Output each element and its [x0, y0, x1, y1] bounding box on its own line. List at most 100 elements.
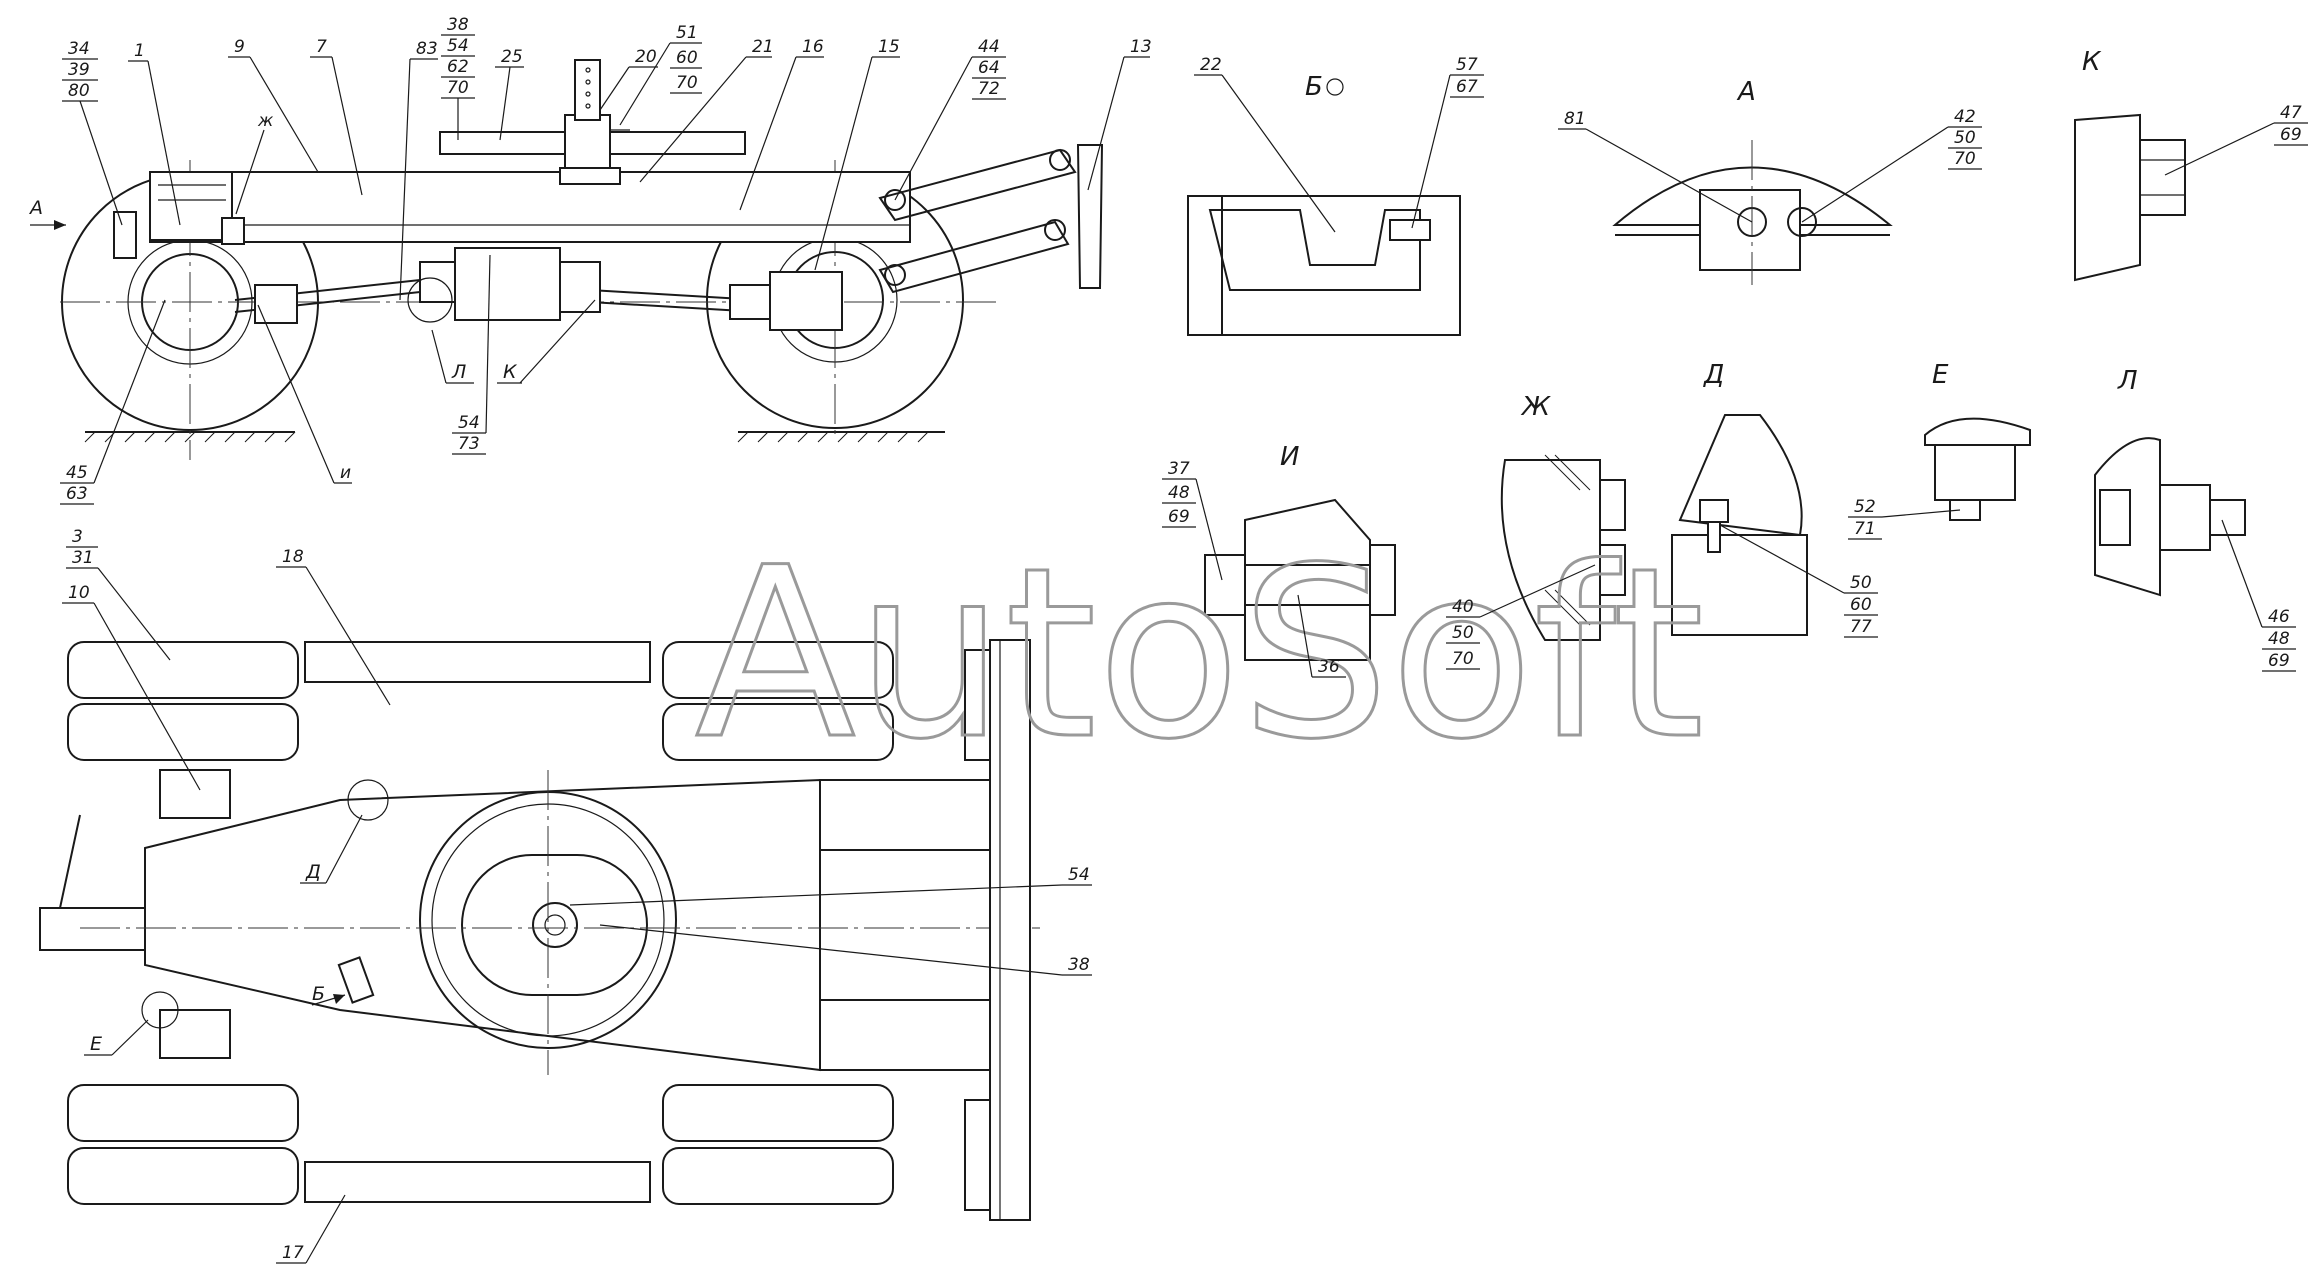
svg-text:и: и	[340, 463, 351, 483]
svg-text:50: 50	[1452, 623, 1474, 643]
view-L-detail	[2094, 437, 2246, 597]
svg-text:К: К	[503, 361, 518, 383]
svg-text:45: 45	[66, 463, 88, 483]
svg-text:83: 83	[416, 39, 438, 59]
svg-text:62: 62	[447, 57, 469, 77]
callout-57-67: 57 67	[1411, 55, 1484, 229]
svg-text:39: 39	[68, 60, 90, 80]
callout-1: 1	[128, 41, 181, 226]
svg-text:60: 60	[1850, 595, 1872, 615]
svg-text:69: 69	[2268, 651, 2290, 671]
callout-20: 20	[599, 47, 658, 111]
svg-text:70: 70	[1452, 649, 1474, 669]
svg-text:67: 67	[1456, 77, 1478, 97]
svg-text:77: 77	[1850, 617, 1872, 637]
svg-text:69: 69	[1168, 507, 1190, 527]
callout-7: 7	[310, 37, 363, 196]
callout-13: 13	[1087, 37, 1152, 191]
callout-25: 25	[495, 47, 524, 141]
callout-i: и	[257, 304, 352, 484]
svg-text:46: 46	[2268, 607, 2290, 627]
svg-text:81: 81	[1564, 109, 1586, 129]
svg-text:22: 22	[1200, 55, 1222, 75]
callout-arrow-A: А	[28, 197, 66, 230]
callout-zh: ж	[235, 111, 274, 215]
svg-text:31: 31	[72, 548, 94, 568]
callout-42-50-70: 42 50 70	[1801, 107, 1982, 223]
svg-text:13: 13	[1130, 37, 1152, 57]
callout-54-73: 54 73	[452, 254, 491, 455]
bolt-head-37	[1204, 554, 1246, 616]
svg-text:51: 51	[676, 23, 698, 43]
svg-text:63: 63	[66, 484, 88, 504]
svg-text:Б: Б	[312, 983, 325, 1005]
tire-rl-2	[67, 1147, 299, 1205]
view-label-E: Е	[1932, 360, 1949, 390]
view-label-B: Б	[1305, 72, 1323, 102]
svg-text:3: 3	[72, 527, 83, 547]
tire-fl-2	[67, 703, 299, 761]
view-label-L: Л	[2117, 366, 2138, 396]
side-view	[60, 59, 1104, 460]
svg-text:54: 54	[447, 36, 469, 56]
view-label-I: И	[1280, 442, 1299, 472]
view-B-detail	[1187, 195, 1461, 336]
callout-46-48-69: 46 48 69	[2221, 519, 2296, 672]
svg-text:50: 50	[1954, 128, 1976, 148]
svg-text:10: 10	[68, 583, 90, 603]
tow-arm-upper	[878, 148, 1077, 222]
svg-text:16: 16	[802, 37, 824, 57]
turntable-center	[461, 854, 648, 996]
svg-text:71: 71	[1854, 519, 1876, 539]
svg-text:20: 20	[635, 47, 657, 67]
svg-text:38: 38	[447, 15, 469, 35]
callout-L: Л	[407, 277, 474, 384]
callout-40-50-70: 40 50 70	[1446, 564, 1596, 670]
callout-E: Е	[84, 991, 179, 1056]
view-A-detail	[1612, 140, 1893, 285]
callout-10: 10	[62, 583, 201, 791]
callout-44-64-72: 44 64 72	[894, 37, 1006, 201]
svg-text:64: 64	[978, 58, 1000, 78]
callout-37-48-69: 37 48 69	[1162, 459, 1223, 581]
svg-text:57: 57	[1456, 55, 1478, 75]
svg-text:72: 72	[978, 79, 1000, 99]
svg-text:42: 42	[1954, 107, 1976, 127]
svg-text:17: 17	[282, 1243, 304, 1263]
rear-arm-bottom	[819, 999, 991, 1071]
svg-text:18: 18	[282, 547, 304, 567]
rear-bumper	[989, 639, 1031, 1221]
callout-D: Д	[300, 779, 389, 884]
svg-text:15: 15	[878, 37, 900, 57]
rear-arm-top	[819, 779, 991, 851]
svg-text:7: 7	[316, 37, 327, 57]
callout-45-63: 45 63	[60, 299, 166, 505]
svg-text:50: 50	[1850, 573, 1872, 593]
svg-text:48: 48	[1168, 483, 1190, 503]
callout-52-71: 52 71	[1848, 497, 1961, 540]
svg-text:Д: Д	[305, 861, 321, 883]
callout-K: К	[497, 299, 596, 384]
watermark: AutoSoft	[695, 518, 1704, 791]
svg-text:37: 37	[1168, 459, 1190, 479]
svg-text:44: 44	[978, 37, 1000, 57]
callout-51-60-70: 51 60 70	[619, 23, 702, 126]
svg-text:52: 52	[1854, 497, 1876, 517]
tire-rr-1	[662, 1084, 894, 1142]
tire-fr-2	[662, 703, 894, 761]
svg-text:54: 54	[458, 413, 480, 433]
view-label-D: Д	[1703, 360, 1724, 390]
view-label-K: К	[2082, 47, 2102, 77]
view-I-detail	[1204, 498, 1396, 661]
callout-3-31: 3 31	[66, 527, 171, 661]
callout-34-39-80: 34 39 80	[62, 39, 123, 226]
svg-text:70: 70	[676, 73, 698, 93]
ground-right	[737, 431, 945, 443]
step-bottom	[304, 1161, 651, 1203]
view-E-detail	[1924, 417, 2031, 521]
callout-21: 21	[639, 37, 774, 183]
callout-17: 17	[276, 1194, 346, 1264]
svg-text:38: 38	[1068, 955, 1090, 975]
svg-text:34: 34	[68, 39, 90, 59]
